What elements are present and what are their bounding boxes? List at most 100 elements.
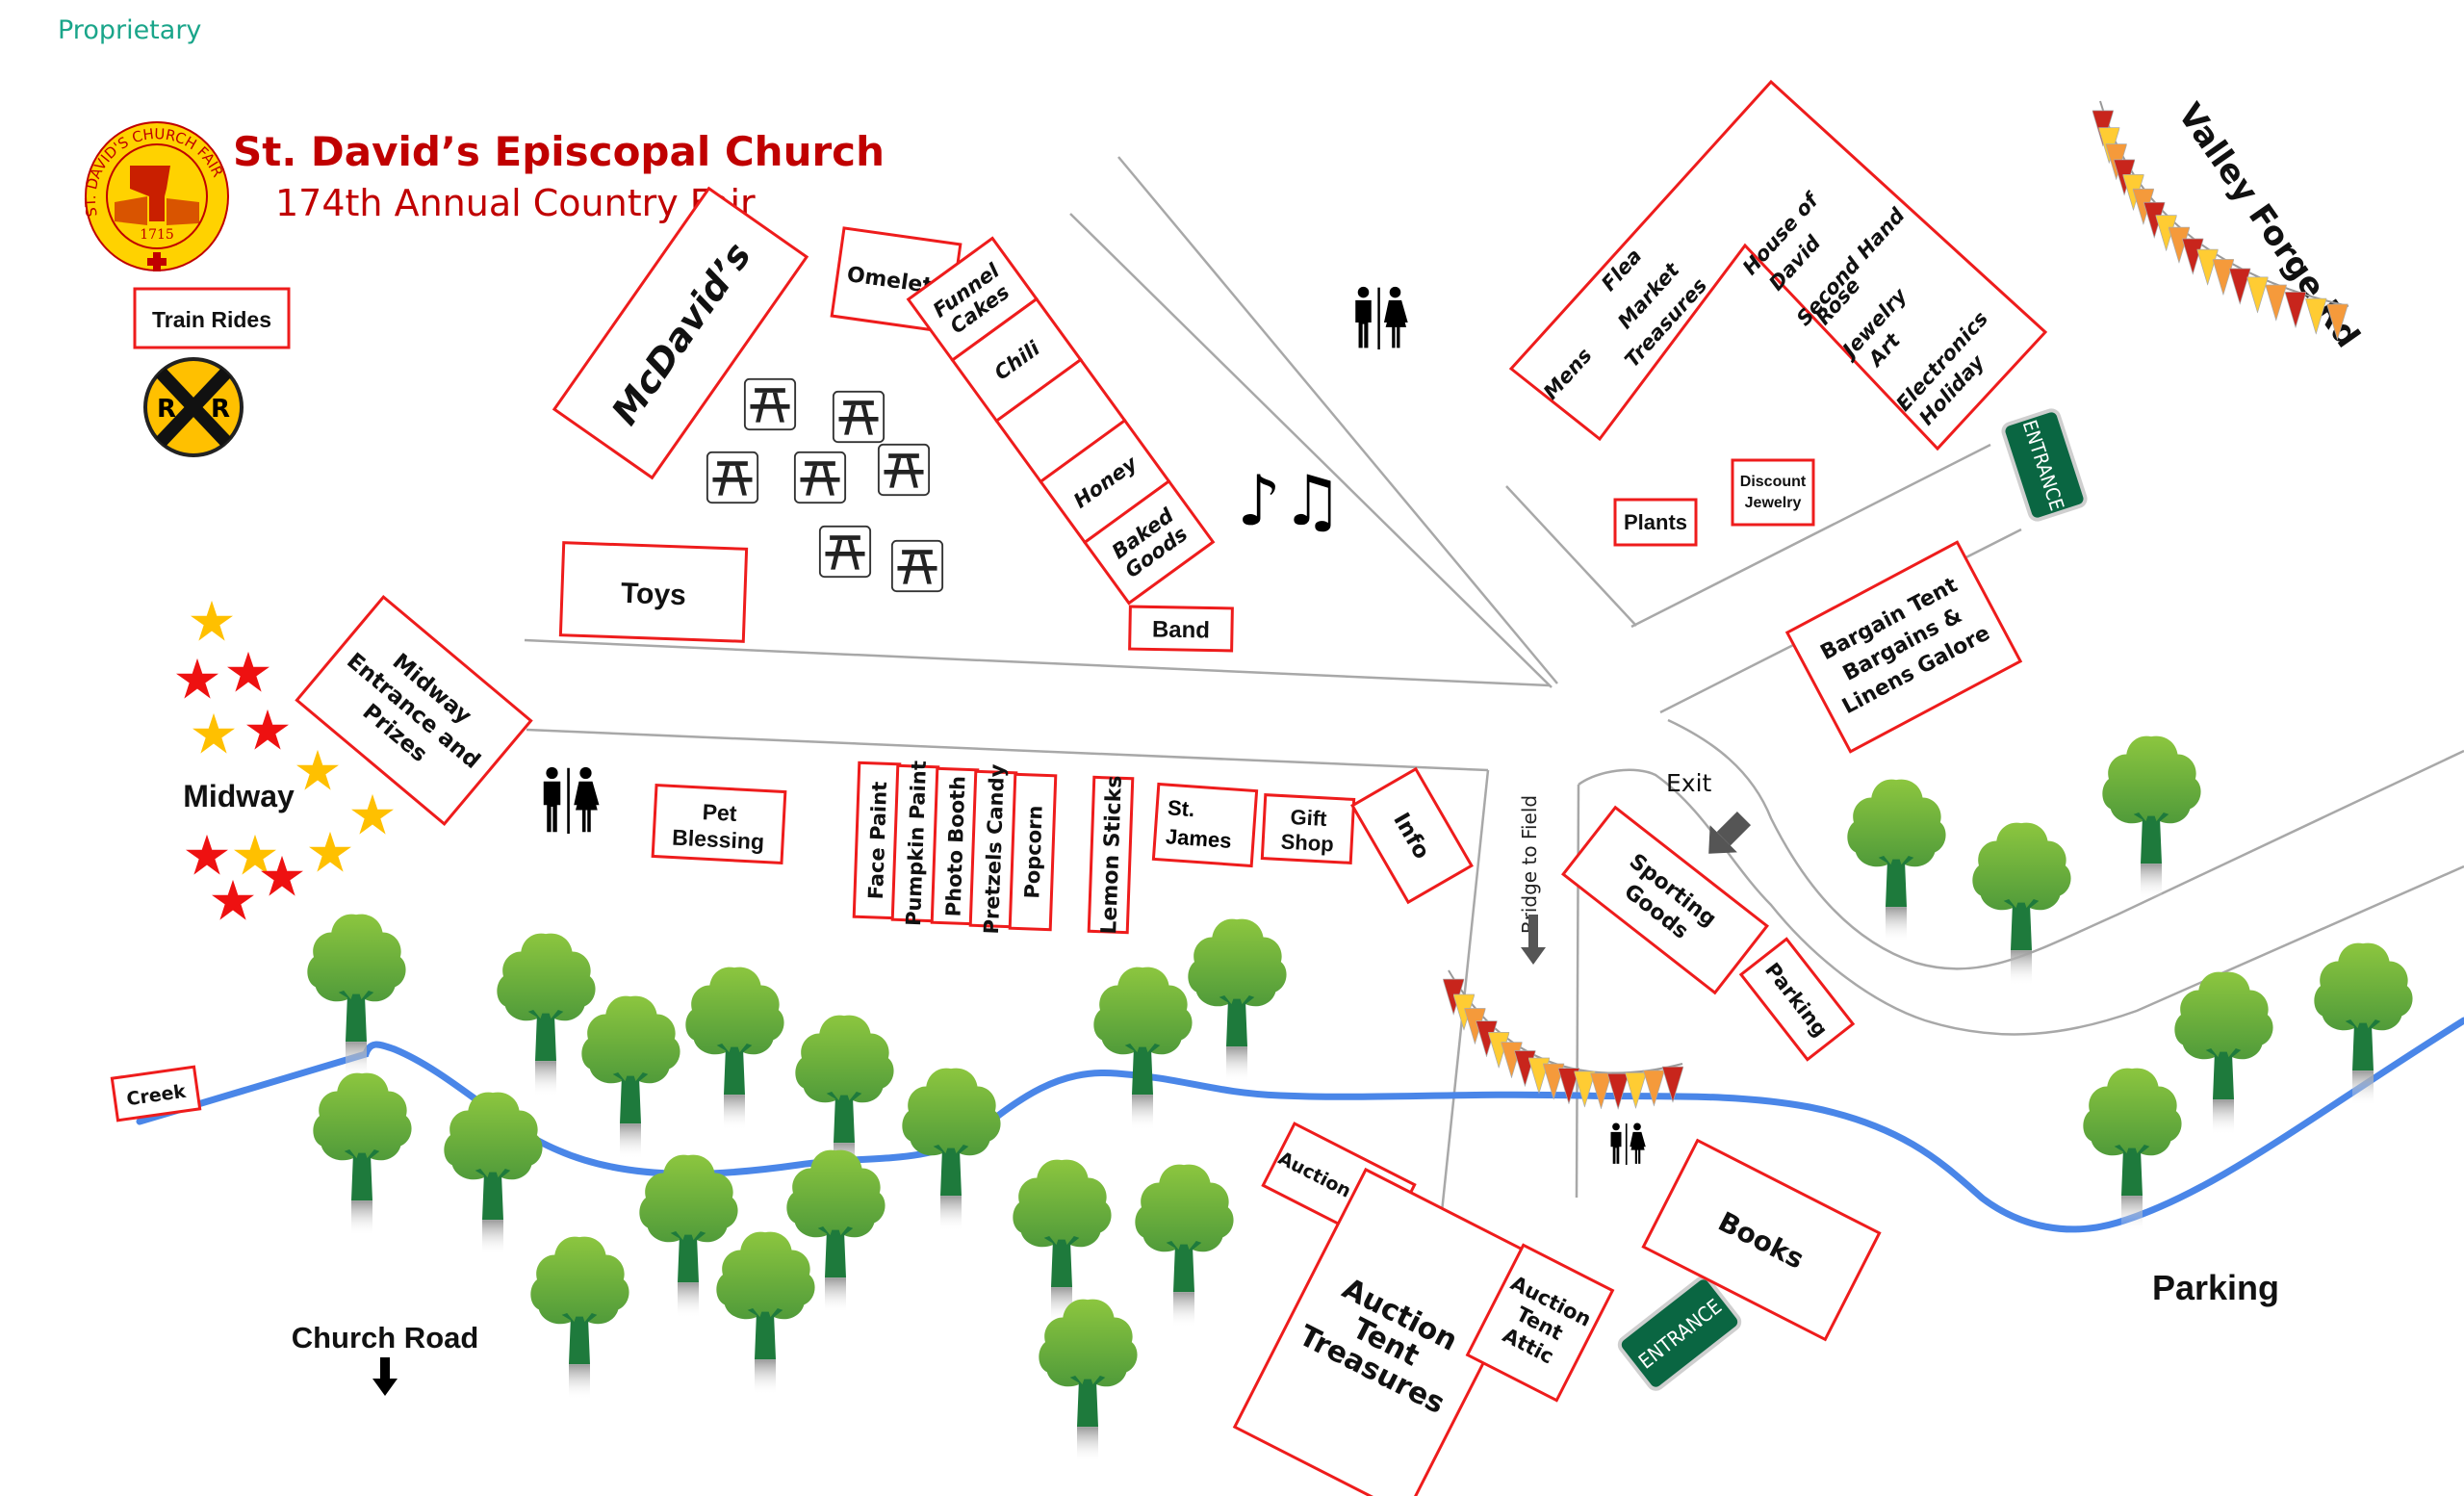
tree-icon — [1188, 918, 1287, 1082]
booth-lemon-sticks[interactable]: Lemon Sticks — [1087, 775, 1135, 935]
booth-pretzels-candy[interactable]: Pretzels Candy — [968, 763, 1018, 935]
svg-text:R: R — [211, 395, 230, 424]
booth-mcdavids[interactable]: McDavid’s — [552, 186, 809, 480]
svg-text:Train Rides: Train Rides — [152, 307, 271, 332]
booth-plants[interactable]: Plants — [1613, 498, 1698, 547]
svg-text:James: James — [1165, 824, 1232, 853]
tree-icon — [1013, 1159, 1112, 1323]
star-icon — [176, 658, 218, 699]
booth-toys[interactable]: Toys — [558, 541, 749, 643]
svg-text:Discount: Discount — [1740, 474, 1807, 490]
pennant-bunting-icon — [1443, 969, 1683, 1110]
tree-icon — [2174, 971, 2273, 1135]
star-icon — [191, 600, 233, 641]
booth-pet-blessing[interactable]: Pet Blessing — [651, 783, 787, 865]
star-icon — [351, 793, 394, 835]
booth-parking[interactable]: Parking — [1738, 937, 1856, 1062]
page-title: St. David’s Episcopal Church — [233, 128, 885, 175]
restroom-icon — [1355, 286, 1408, 349]
tree-icon — [581, 995, 680, 1159]
restroom-icon — [543, 766, 600, 834]
booth-info[interactable]: Info — [1350, 766, 1474, 905]
picnic-table-icon — [890, 539, 944, 593]
svg-text:Band: Band — [1152, 616, 1210, 643]
booth-label: Photo Booth — [941, 775, 969, 916]
booth-train-rides[interactable]: Train Rides — [133, 287, 291, 349]
tree-icon — [313, 1072, 412, 1236]
railroad-crossing-icon: R R — [143, 357, 244, 457]
booth-photo-booth[interactable]: Photo Booth — [930, 766, 980, 926]
restroom-icon — [1610, 1122, 1646, 1165]
svg-text:Toys: Toys — [620, 578, 686, 611]
booth-auction-tent-treasures[interactable]: Auction Tent Treasures — [1232, 1167, 1540, 1496]
booth-auction-tent-attic[interactable]: Auction Tent Attic — [1465, 1243, 1615, 1403]
svg-text:♪♫: ♪♫ — [1237, 460, 1344, 541]
entrance-sign-northeast: ENTRANCE — [2001, 408, 2088, 522]
picnic-table-icon — [793, 451, 847, 504]
tree-icon — [444, 1092, 543, 1255]
booth-flea-market[interactable] — [1508, 79, 2048, 451]
booth-band[interactable]: Band — [1128, 605, 1234, 653]
page-subtitle: 174th Annual Country Fair — [275, 182, 756, 224]
picnic-table-icon — [832, 390, 886, 444]
arrow-down-icon — [372, 1357, 398, 1396]
tree-icon — [1972, 822, 2071, 986]
pennant-bunting-icon — [2092, 100, 2349, 341]
church-fair-logo: ST. DAVID'S CHURCH FAIR 1715 — [82, 121, 229, 271]
picnic-table-icon — [706, 451, 759, 504]
tree-icon — [1847, 779, 1946, 942]
creek — [136, 1017, 2464, 1233]
svg-text:1715: 1715 — [140, 227, 174, 243]
tree-icon — [2102, 735, 2201, 899]
tree-icon — [1135, 1164, 1234, 1328]
booth-label: Popcorn — [1020, 805, 1046, 899]
tree-icon — [716, 1231, 815, 1395]
star-icon — [309, 831, 351, 872]
booth-pumpkin-paint[interactable]: Pumpkin Paint — [890, 760, 940, 927]
booth-baked-goods[interactable]: BakedGoods — [1082, 478, 1216, 606]
booth-st-james[interactable]: St. James — [1151, 782, 1259, 868]
booth-funnel-cakes[interactable]: FunnelCakes — [906, 236, 1040, 363]
star-icon — [296, 749, 339, 790]
tree-icon — [530, 1236, 629, 1400]
booth-creek[interactable]: Creek — [110, 1065, 202, 1122]
tree-icon — [685, 967, 784, 1130]
booth-popcorn[interactable]: Popcorn — [1008, 772, 1058, 932]
svg-text:R: R — [157, 395, 176, 424]
booth-sporting-goods[interactable]: Sporting Goods — [1561, 805, 1769, 995]
parking-label: Parking — [2152, 1268, 2279, 1307]
watermark-label: Proprietary — [58, 15, 201, 45]
picnic-table-icon — [877, 443, 931, 497]
tree-icon — [1039, 1299, 1138, 1462]
svg-text:Pet: Pet — [702, 799, 737, 826]
booth-midway-entrance[interactable]: Midway Entrance and Prizes — [295, 594, 533, 827]
tree-icon — [902, 1068, 1001, 1231]
tree-icon — [2314, 942, 2413, 1106]
booth-gift-shop[interactable]: Gift Shop — [1260, 793, 1356, 864]
bridge-to-field-label: Bridge to Field — [1518, 795, 1541, 934]
star-icon — [234, 834, 276, 875]
svg-text:St.: St. — [1167, 795, 1195, 821]
booth-bargain-tent[interactable]: Bargain Tent Bargains & Linens Galore — [1784, 540, 2023, 754]
star-icon — [192, 712, 235, 754]
svg-text:Plants: Plants — [1624, 510, 1687, 534]
booth-discount-jewelry[interactable]: Discount Jewelry — [1731, 458, 1815, 527]
booth-books[interactable]: Books — [1641, 1138, 1882, 1342]
svg-text:Lemon Sticks: Lemon Sticks — [1097, 775, 1127, 935]
entrance-sign-south: ENTRANCE — [1617, 1276, 1742, 1391]
midway-label: Midway — [183, 779, 295, 813]
booth-honey[interactable]: Honey — [1039, 418, 1171, 545]
star-icon — [212, 879, 254, 920]
svg-text:Jewelry: Jewelry — [1745, 495, 1802, 511]
star-icon — [227, 651, 270, 692]
booth-label: Pumpkin Paint — [902, 761, 931, 927]
booth-chili[interactable]: Chili — [950, 297, 1083, 424]
tree-icon — [497, 933, 596, 1096]
music-notes-icon: ♪♫ — [1237, 460, 1344, 541]
exit-arrow-icon — [1708, 811, 1752, 854]
booth-face-paint[interactable]: Face Paint — [852, 761, 902, 920]
star-icon — [261, 855, 303, 896]
